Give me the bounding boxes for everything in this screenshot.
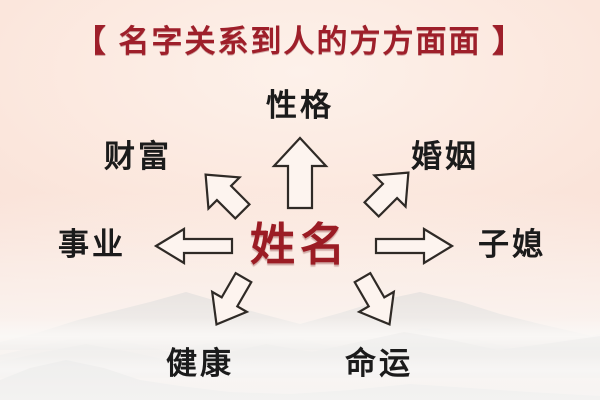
node-label-children: 子媳 (478, 227, 546, 262)
center-label-name: 姓名 (249, 219, 350, 270)
node-label-personality: 性格 (266, 88, 334, 123)
node-label-wealth: 财富 (104, 139, 172, 174)
page-title: 【 名字关系到人的方方面面 】 (74, 24, 526, 59)
background-haze-overlay (0, 192, 600, 400)
node-label-destiny: 命运 (345, 346, 413, 381)
node-label-marriage: 婚姻 (411, 139, 479, 174)
node-label-career: 事业 (58, 227, 126, 262)
node-label-health: 健康 (166, 346, 234, 381)
